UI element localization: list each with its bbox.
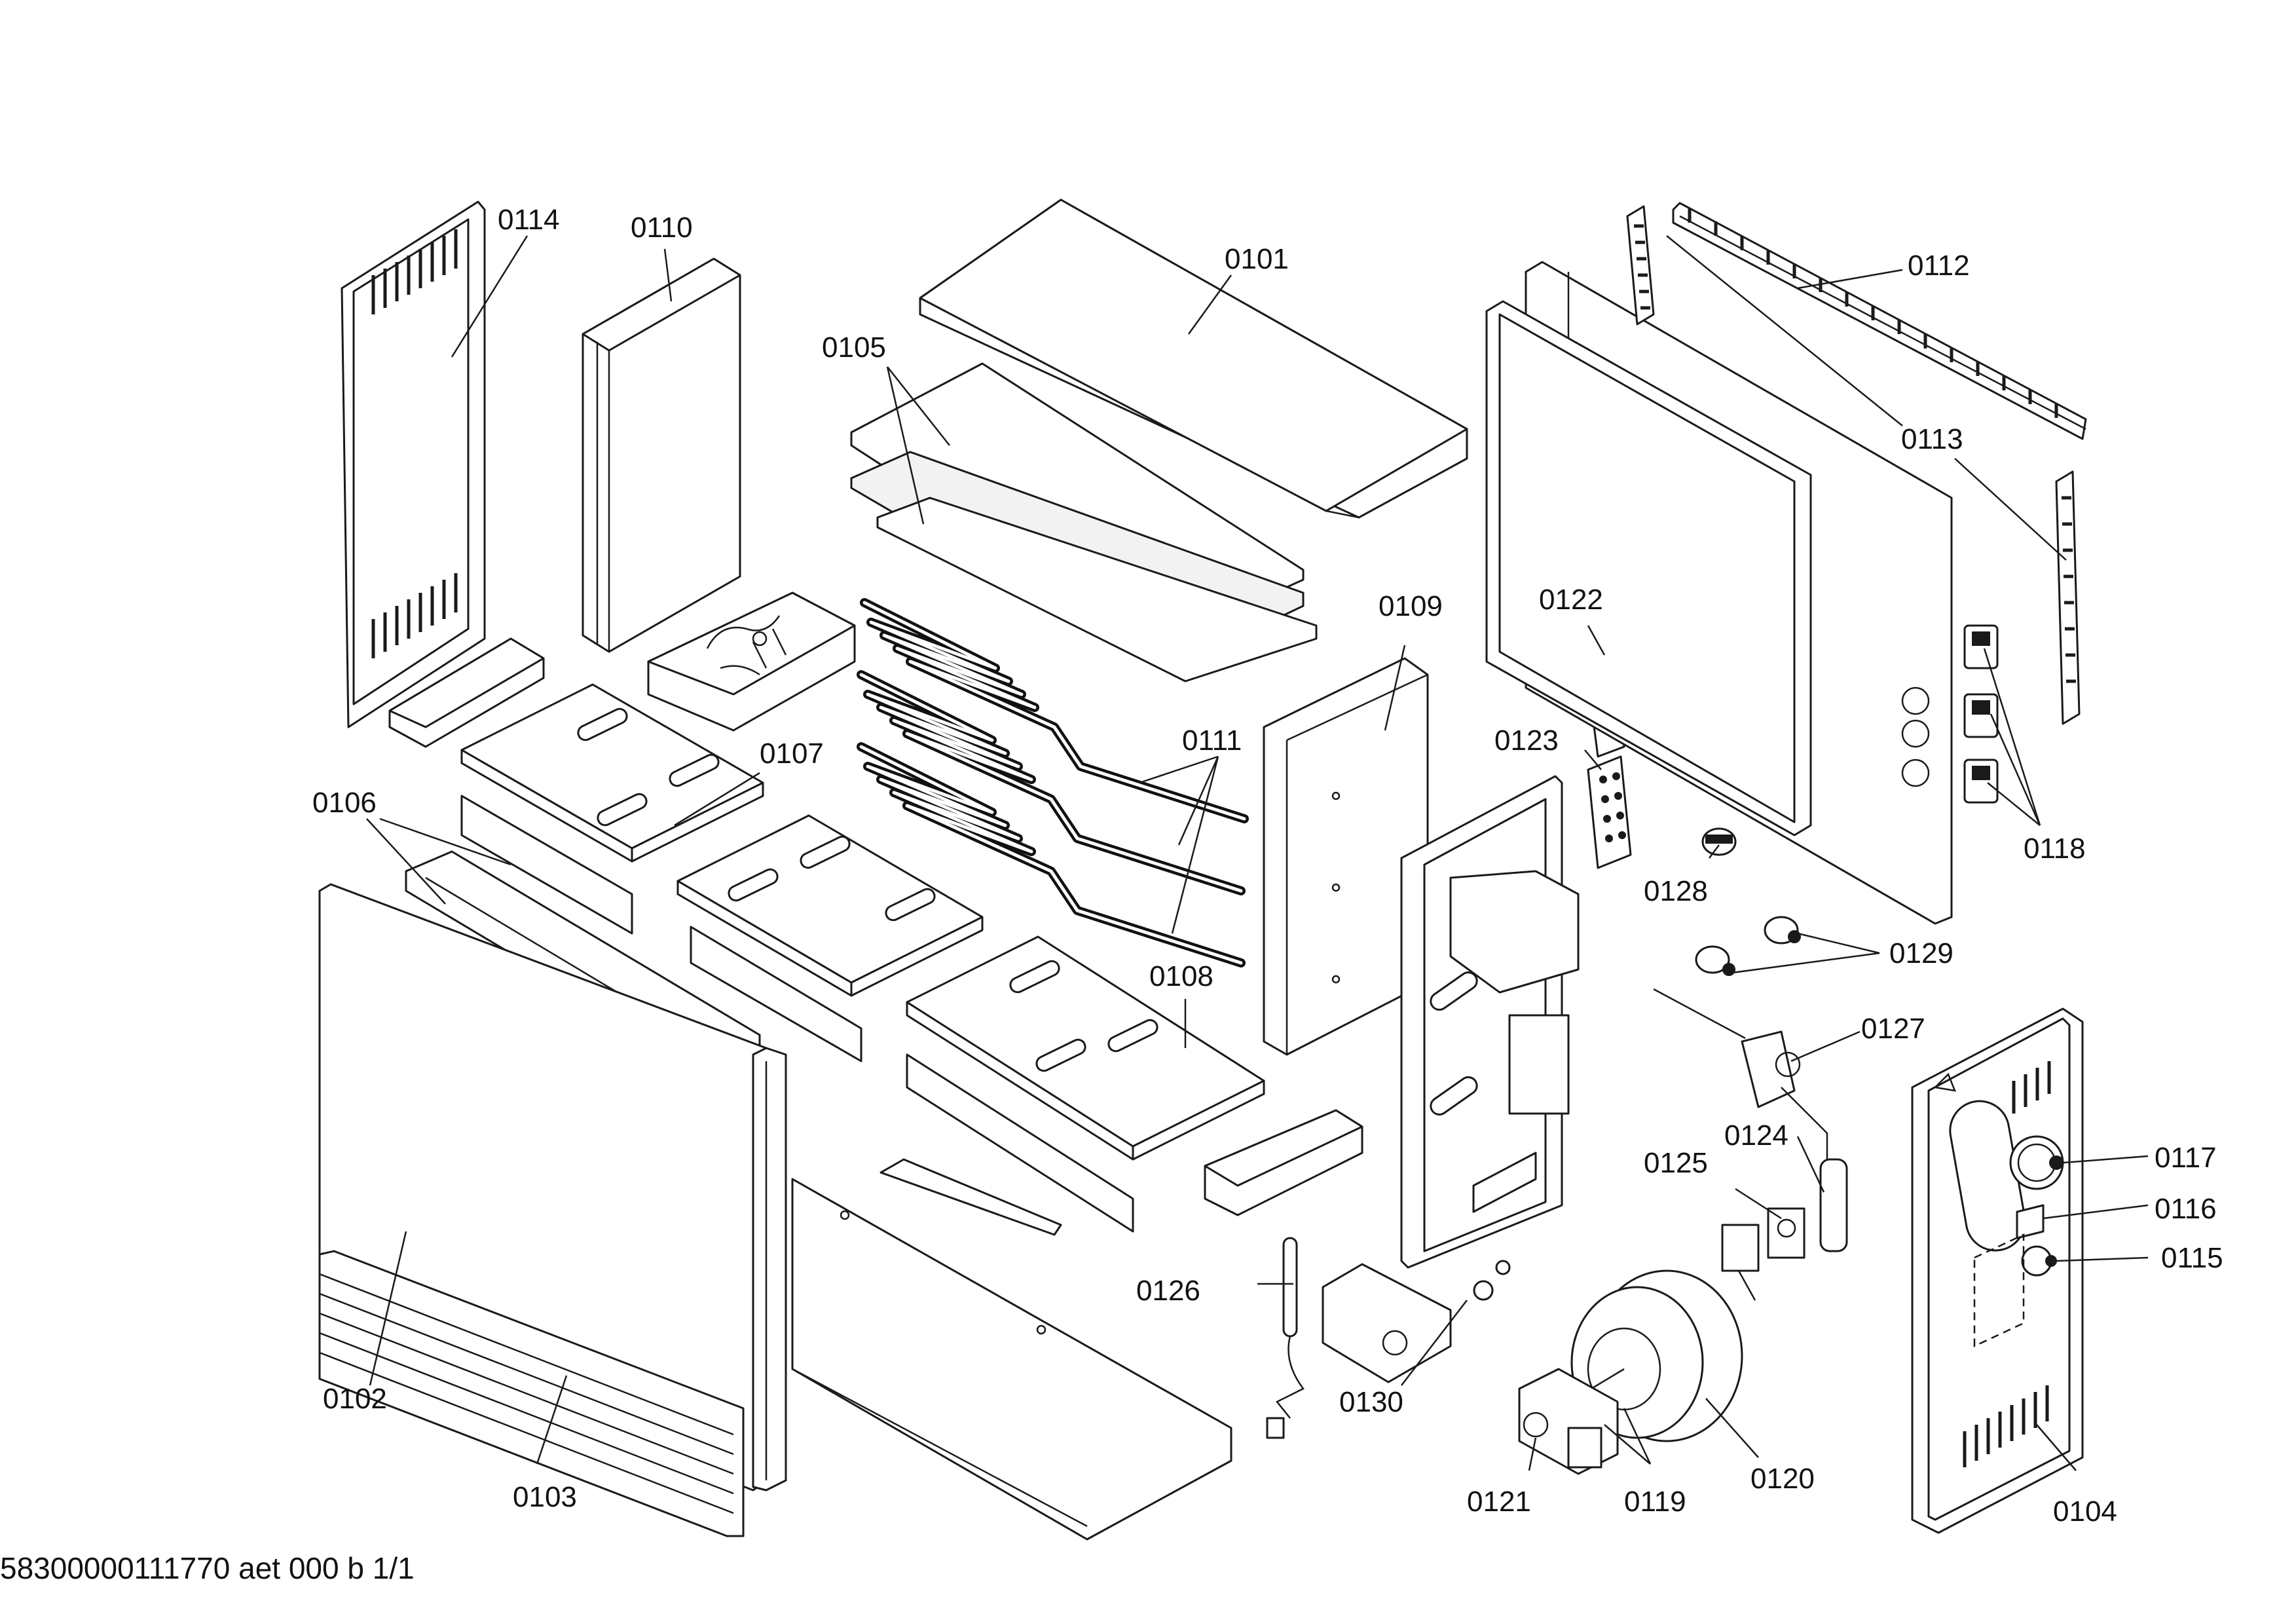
callout-0120: 0120: [1750, 1463, 1815, 1495]
callout-0107: 0107: [760, 738, 824, 770]
part-0126-heater: [1266, 1237, 1305, 1439]
part-0129-thermostat: [1695, 916, 1801, 976]
callout-0113: 0113: [1901, 423, 1963, 455]
callout-0116: 0116: [2155, 1193, 2217, 1225]
callout-0118: 0118: [2024, 833, 2086, 865]
part-0104-side-panel: [1911, 1007, 2084, 1534]
part-0105-panels: [850, 362, 1318, 683]
part-comb-strip-vertical-left: [1626, 205, 1655, 326]
callout-0128: 0128: [1644, 875, 1708, 907]
part-0128-thermostat: [1701, 827, 1737, 856]
part-0108-brick-tray-3: [906, 935, 1265, 1233]
part-0107-brick-tray-1: [460, 683, 764, 935]
callout-0103: 0103: [513, 1481, 577, 1513]
callout-0129: 0129: [1889, 937, 1953, 969]
leader-lines: [366, 235, 2149, 1471]
part-0116-label: [2016, 1204, 2045, 1239]
callout-0112: 0112: [1908, 250, 1970, 282]
callout-0119: 0119: [1624, 1486, 1686, 1518]
callout-0123: 0123: [1494, 724, 1559, 757]
part-0127-regulator: [1653, 988, 1848, 1252]
part-foot-block-2: [1204, 1109, 1363, 1216]
callout-0105: 0105: [822, 331, 886, 364]
part-comb-strip-vertical-right: [2055, 470, 2081, 725]
callout-0101: 0101: [1225, 243, 1289, 275]
part-terminal-box: [647, 591, 856, 732]
part-0115-button: [2021, 1245, 2057, 1277]
part-0110-insulation-block: [582, 257, 741, 653]
part-deflector: [880, 1158, 1062, 1236]
callout-0115: 0115: [2161, 1242, 2223, 1274]
part-0130-bracket: [1322, 1260, 1511, 1383]
part-0117-knob: [2009, 1135, 2064, 1190]
drawing-number-footer: 58300000111770 aet 000 b 1/1: [0, 1551, 415, 1585]
callout-0102: 0102: [323, 1383, 387, 1415]
callout-0130: 0130: [1339, 1386, 1403, 1418]
part-0101-top-cover: [919, 198, 1468, 519]
part-foot-block: [388, 637, 545, 748]
callout-0106: 0106: [312, 787, 377, 819]
part-0123-terminal-strip: [1587, 755, 1632, 869]
callout-0126: 0126: [1136, 1275, 1200, 1307]
part-0114-side-panel: [341, 200, 486, 728]
callout-0110: 0110: [631, 212, 693, 244]
callout-0124: 0124: [1724, 1119, 1788, 1152]
part-0125-relay: [1721, 1207, 1805, 1301]
callout-0114: 0114: [498, 204, 560, 236]
callout-0125: 0125: [1644, 1147, 1708, 1179]
callout-0127: 0127: [1861, 1013, 1925, 1045]
part-base-plate: [791, 1178, 1232, 1541]
callout-0109: 0109: [1379, 590, 1443, 622]
callout-0117: 0117: [2155, 1142, 2217, 1174]
part-0103-bottom-grille: [318, 1250, 745, 1537]
part-0112-comb-strip: [1672, 202, 2087, 440]
part-0118-switches: [1963, 624, 1999, 804]
side-panel-vents-bottom: [371, 573, 458, 658]
part-0107-brick-tray-2: [676, 814, 984, 1062]
callout-0111: 0111: [1182, 724, 1242, 757]
part-0111-heating-coils: [857, 598, 1249, 967]
part-0113-inner-panel: [1485, 300, 1930, 836]
callout-0122: 0122: [1539, 584, 1603, 616]
part-0121-motor: [1518, 1368, 1619, 1475]
callout-0121: 0121: [1467, 1486, 1531, 1518]
part-control-chassis: [1400, 775, 1580, 1269]
part-0120-fan: [1558, 1269, 1743, 1442]
callout-labels: 0114 0110 0101 0105 0112 0113 0109 0122 …: [312, 204, 2223, 1528]
callout-0108: 0108: [1149, 960, 1213, 992]
callout-0104: 0104: [2053, 1495, 2117, 1528]
side-panel-vents-top: [371, 229, 458, 314]
